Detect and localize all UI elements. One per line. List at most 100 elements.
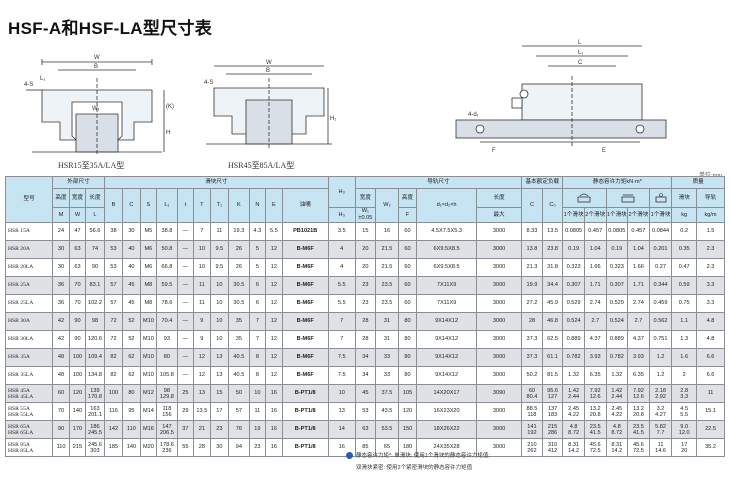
cell-c: 30 xyxy=(122,222,141,241)
cell-n: 8 xyxy=(248,366,267,385)
cell-mb2: 23.5 41.5 xyxy=(627,420,650,439)
cell-model: HSR 45A HSR 45LA xyxy=(4,384,54,403)
footnote-2: 双滑块紧密: 使用2个紧密滑块的静态容许力矩值 xyxy=(346,462,490,474)
cell-ma1: 4.8 8.72 xyxy=(562,420,585,439)
mc-icon xyxy=(655,193,666,203)
cell-mc: 1.2 xyxy=(648,348,673,367)
svg-text:H₁: H₁ xyxy=(330,116,336,122)
cell-w2: 31 xyxy=(375,312,399,331)
footnote-2-text: 双滑块紧密: 使用2个紧密滑块的静态容许力矩值 xyxy=(356,465,473,471)
cell-kg: 2.8 3.3 xyxy=(671,384,698,403)
cell-s: M20 xyxy=(139,438,158,457)
cell-t1: 23 xyxy=(209,420,230,439)
cell-n: 10 xyxy=(248,384,267,403)
cell-ma2: 23.5 41.5 xyxy=(583,420,607,439)
cell-len: 3000 xyxy=(475,276,523,295)
footnote-1-text: 静态容许力矩*: 单滑块: 使用1个滑块的静态容许力矩值; xyxy=(356,453,490,459)
cell-mc: 1.2 xyxy=(648,366,673,385)
cell-ma1: 0.307 xyxy=(562,276,585,295)
cell-grease: B-M6F xyxy=(281,258,329,277)
sym-W: W xyxy=(68,207,87,223)
col-MC xyxy=(648,188,673,208)
cell-mb2: 4.37 xyxy=(627,330,650,349)
col-grease: 油嘴 xyxy=(281,188,329,223)
cell-grease: B-PT1/8 xyxy=(281,384,329,403)
cell-ma2: 3.93 xyxy=(583,348,607,367)
cell-l: 56.6 xyxy=(85,222,105,241)
cell-b: 57 xyxy=(103,294,124,313)
cell-e: 12 xyxy=(265,312,283,331)
cell-t: — xyxy=(176,348,195,367)
cell-cd: 141 192 xyxy=(521,420,543,439)
cell-t: — xyxy=(176,222,195,241)
cell-c: 45 xyxy=(122,276,141,295)
col-N: N xyxy=(248,188,267,223)
cell-ma2: 2.74 xyxy=(583,294,607,313)
cell-w2: 53.5 xyxy=(375,420,399,439)
cell-kgm: 3.3 xyxy=(696,276,725,295)
sym-mb1: 1个滑块 xyxy=(605,207,629,223)
cell-m: 90 xyxy=(52,420,70,439)
cell-c: 52 xyxy=(122,330,141,349)
cell-c0: 23.8 xyxy=(541,240,564,259)
cell-f: 150 xyxy=(397,420,418,439)
cell-t: 7 xyxy=(193,222,211,241)
cell-mb1: 4.8 8.72 xyxy=(605,420,629,439)
cell-f: 80 xyxy=(397,348,418,367)
cell-c0: 62.5 xyxy=(541,330,564,349)
cell-m: 60 xyxy=(52,384,70,403)
cell-w2: 43.5 xyxy=(375,402,399,421)
cell-mb2: 2.7 xyxy=(627,312,650,331)
cell-t: — xyxy=(176,366,195,385)
sym-ma1: 1个滑块 xyxy=(562,207,585,223)
cell-grease: B-M6F xyxy=(281,240,329,259)
cell-l1: 105.8 xyxy=(156,366,178,385)
cell-f: 80 xyxy=(397,366,418,385)
cell-b: 53 xyxy=(103,240,124,259)
sym-H1: F xyxy=(397,207,418,223)
svg-text:L: L xyxy=(578,40,582,46)
cell-kg: 0.59 xyxy=(671,276,698,295)
cell-m: 36 xyxy=(52,276,70,295)
cell-m: 24 xyxy=(52,222,70,241)
cell-cd: 60 80.4 xyxy=(521,384,543,403)
cell-l1: 98 129.8 xyxy=(156,384,178,403)
cell-t: 9 xyxy=(193,330,211,349)
cell-grease: B-M6F xyxy=(281,330,329,349)
col-E: E xyxy=(265,188,283,223)
cell-ma1: 2.45 4.22 xyxy=(562,402,585,421)
cell-mb1: 1.42 2.44 xyxy=(605,384,629,403)
cell-b: 72 xyxy=(103,312,124,331)
col-C0: C₀ xyxy=(541,188,564,223)
cell-t1: 30 xyxy=(209,438,230,457)
cell-model: HSR 20LA xyxy=(4,258,54,277)
col-S: S xyxy=(139,188,158,223)
cell-m: 36 xyxy=(52,294,70,313)
cell-h3: 7 xyxy=(327,312,356,331)
sym-kgm: kg/m xyxy=(696,207,725,223)
cell-l1: 50.8 xyxy=(156,240,178,259)
cell-kgm: 4.8 xyxy=(696,312,725,331)
cell-kg: 9.0 12.0 xyxy=(671,420,698,439)
cell-f: 60 xyxy=(397,294,418,313)
cell-c: 80 xyxy=(122,384,141,403)
cell-c0: 95.6 127 xyxy=(541,384,564,403)
cell-w: 90 xyxy=(68,312,87,331)
cell-t: 37 xyxy=(176,420,195,439)
cell-l1: 178.6 236 xyxy=(156,438,178,457)
cell-len: 3000 xyxy=(475,348,523,367)
cell-ma1: 8.31 14.2 xyxy=(562,438,585,457)
cell-len: 3000 xyxy=(475,420,523,439)
cell-b: 38 xyxy=(103,222,124,241)
cell-n: 23 xyxy=(248,438,267,457)
cell-grease: B-PT1/8 xyxy=(281,420,329,439)
cell-d: 9X14X12 xyxy=(416,366,477,385)
cell-mb1: 0.889 xyxy=(605,330,629,349)
cell-kgm: 35.2 xyxy=(696,438,725,457)
cell-mc: 2.18 2.92 xyxy=(648,384,673,403)
cell-t1: 10 xyxy=(209,276,230,295)
cell-l1: 78.6 xyxy=(156,294,178,313)
